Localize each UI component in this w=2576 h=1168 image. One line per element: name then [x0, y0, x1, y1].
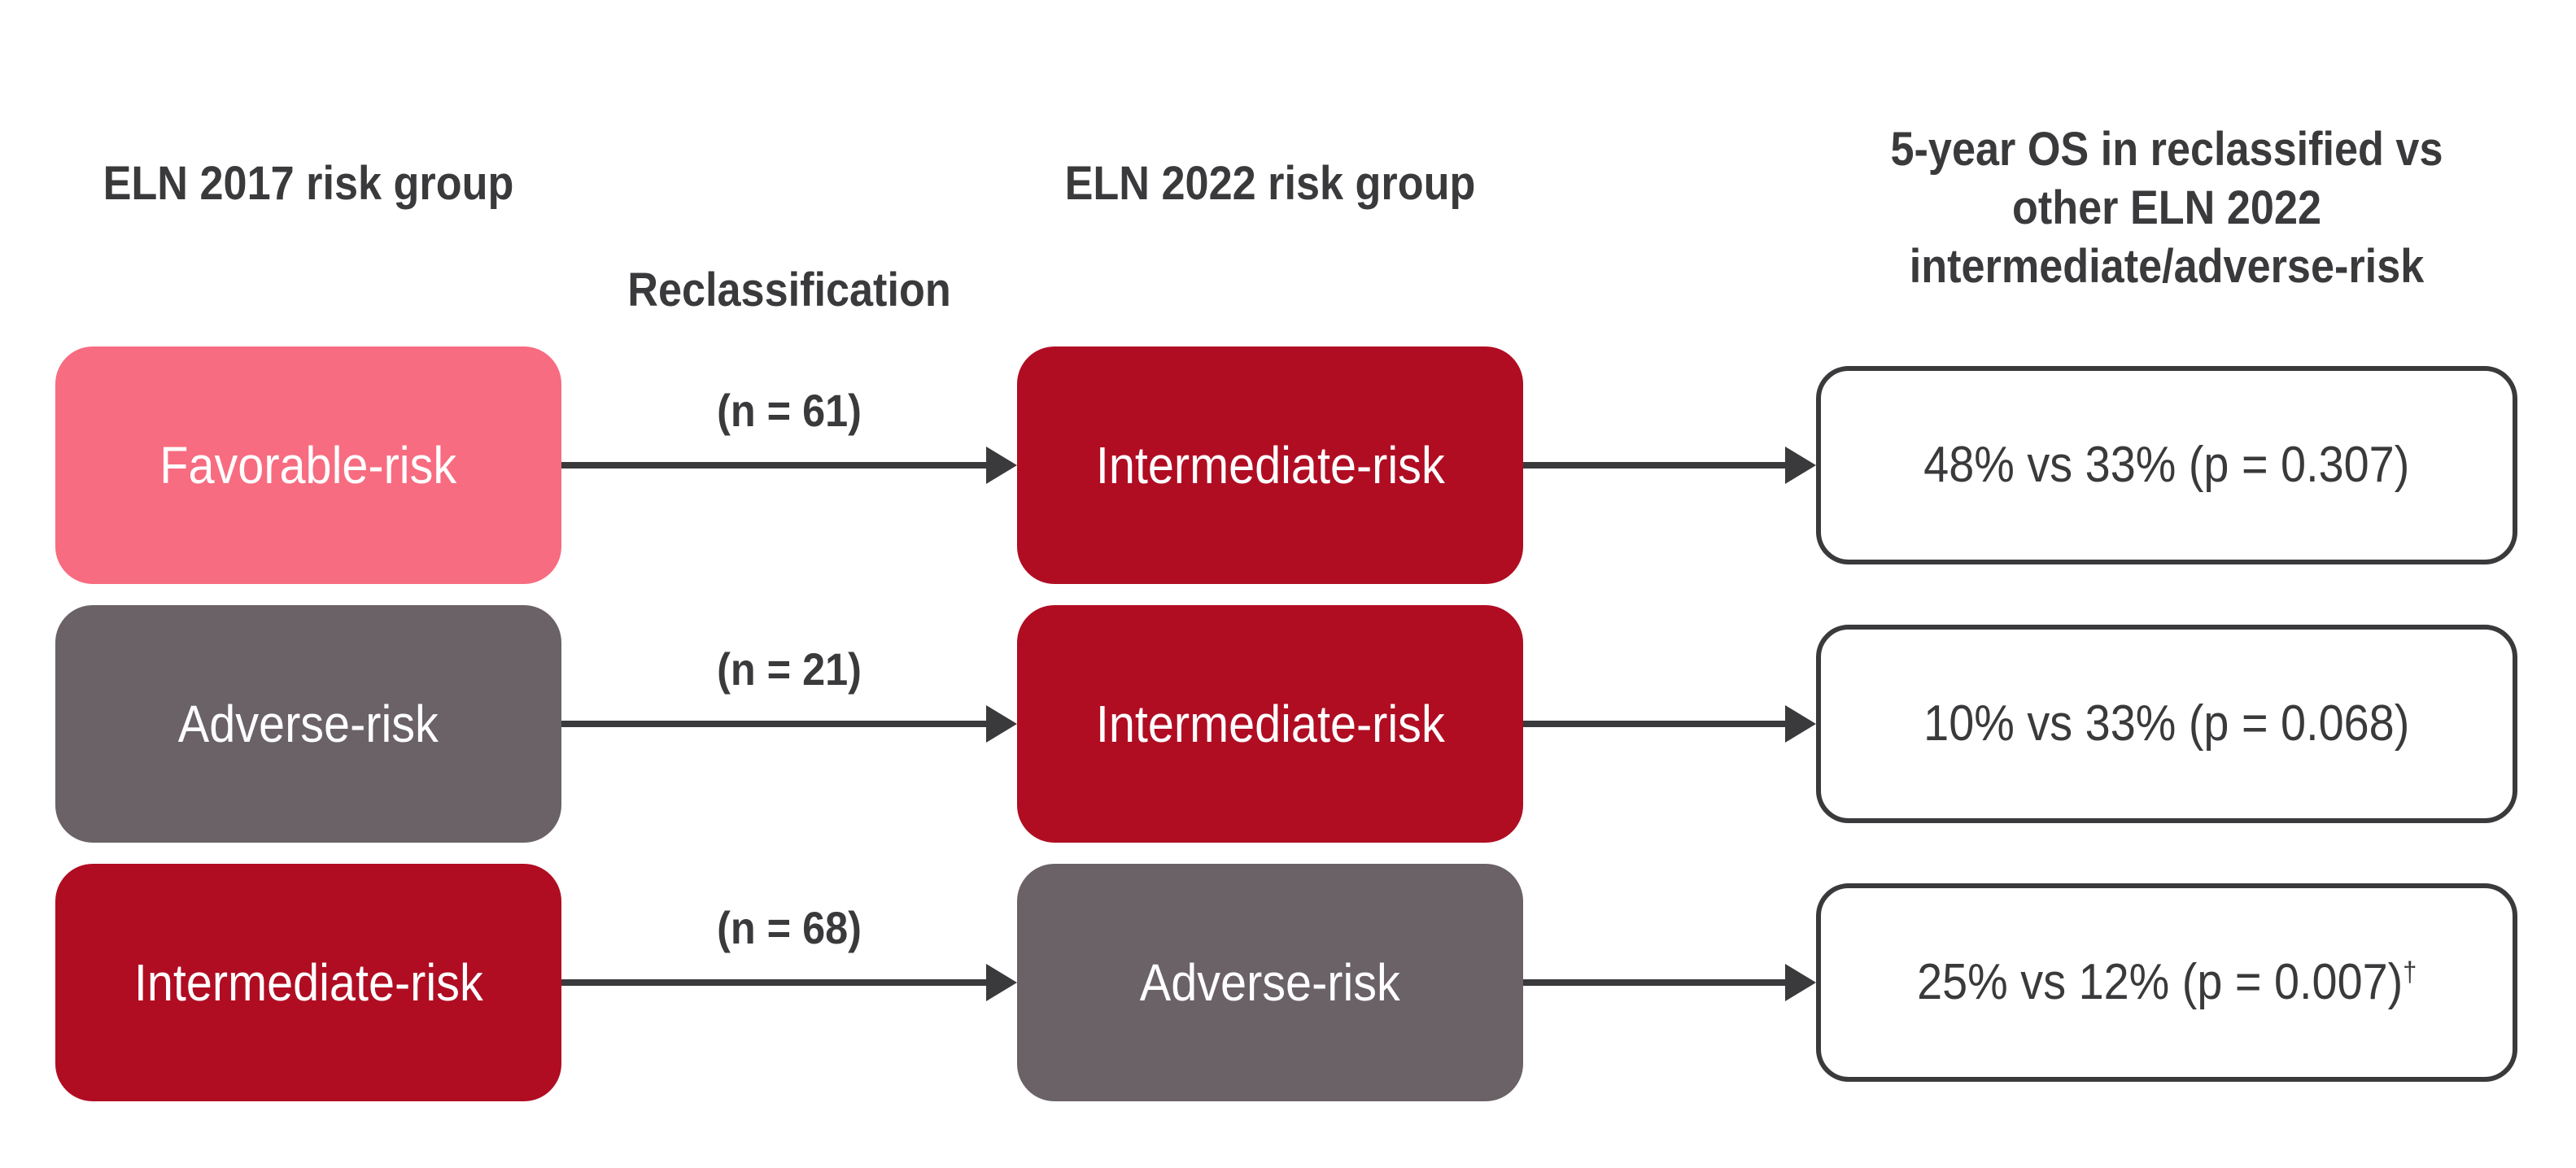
source-box-label: Favorable-risk — [159, 436, 457, 495]
arrow-head — [1785, 705, 1816, 743]
target-box-intermediate-risk: Intermediate-risk — [1017, 605, 1523, 843]
header-eln-2017: ELN 2017 risk group — [103, 157, 514, 210]
header-5yr-os: 5-year OS in reclassified vs other ELN 2… — [1814, 120, 2519, 296]
n-count-label: (n = 21) — [717, 643, 862, 695]
n-count-label: (n = 61) — [717, 385, 862, 436]
target-box-label: Intermediate-risk — [1095, 436, 1445, 495]
header-5yr-os-line2: other ELN 2022 — [2011, 181, 2322, 234]
result-text: 25% vs 12% (p = 0.007)† — [1916, 954, 2417, 1010]
result-box-os-row2: 10% vs 33% (p = 0.068) — [1816, 625, 2517, 823]
arrow-head — [986, 447, 1017, 484]
n-count-label: (n = 68) — [717, 902, 862, 953]
arrow-head — [1785, 964, 1816, 1001]
source-box-favorable-risk: Favorable-risk — [55, 346, 561, 584]
header-5yr-os-line3: intermediate/adverse-risk — [1909, 240, 2425, 293]
target-box-adverse-risk: Adverse-risk — [1017, 864, 1523, 1101]
arrow-head — [986, 964, 1017, 1001]
source-box-intermediate-risk: Intermediate-risk — [55, 864, 561, 1101]
result-text: 48% vs 33% (p = 0.307) — [1923, 437, 2410, 493]
arrow-line — [1523, 462, 1787, 469]
target-box-label: Intermediate-risk — [1095, 695, 1445, 753]
source-box-adverse-risk: Adverse-risk — [55, 605, 561, 843]
target-box-label: Adverse-risk — [1139, 953, 1401, 1012]
source-box-label: Adverse-risk — [177, 695, 439, 753]
arrow-line — [561, 979, 988, 986]
source-box-label: Intermediate-risk — [133, 953, 483, 1012]
arrow-head — [1785, 447, 1816, 484]
header-5yr-os-line1: 5-year OS in reclassified vs — [1890, 123, 2443, 176]
target-box-intermediate-risk: Intermediate-risk — [1017, 346, 1523, 584]
arrow-line — [561, 462, 988, 469]
arrow-line — [561, 721, 988, 727]
dagger-superscript: † — [2403, 957, 2417, 988]
result-text: 10% vs 33% (p = 0.068) — [1923, 695, 2410, 752]
result-box-os-row3: 25% vs 12% (p = 0.007)† — [1816, 883, 2517, 1082]
result-box-os-row1: 48% vs 33% (p = 0.307) — [1816, 366, 2517, 564]
arrow-head — [986, 705, 1017, 743]
arrow-line — [1523, 721, 1787, 727]
header-eln-2022: ELN 2022 risk group — [1064, 157, 1476, 210]
header-reclassification: Reclassification — [627, 264, 951, 316]
arrow-line — [1523, 979, 1787, 986]
